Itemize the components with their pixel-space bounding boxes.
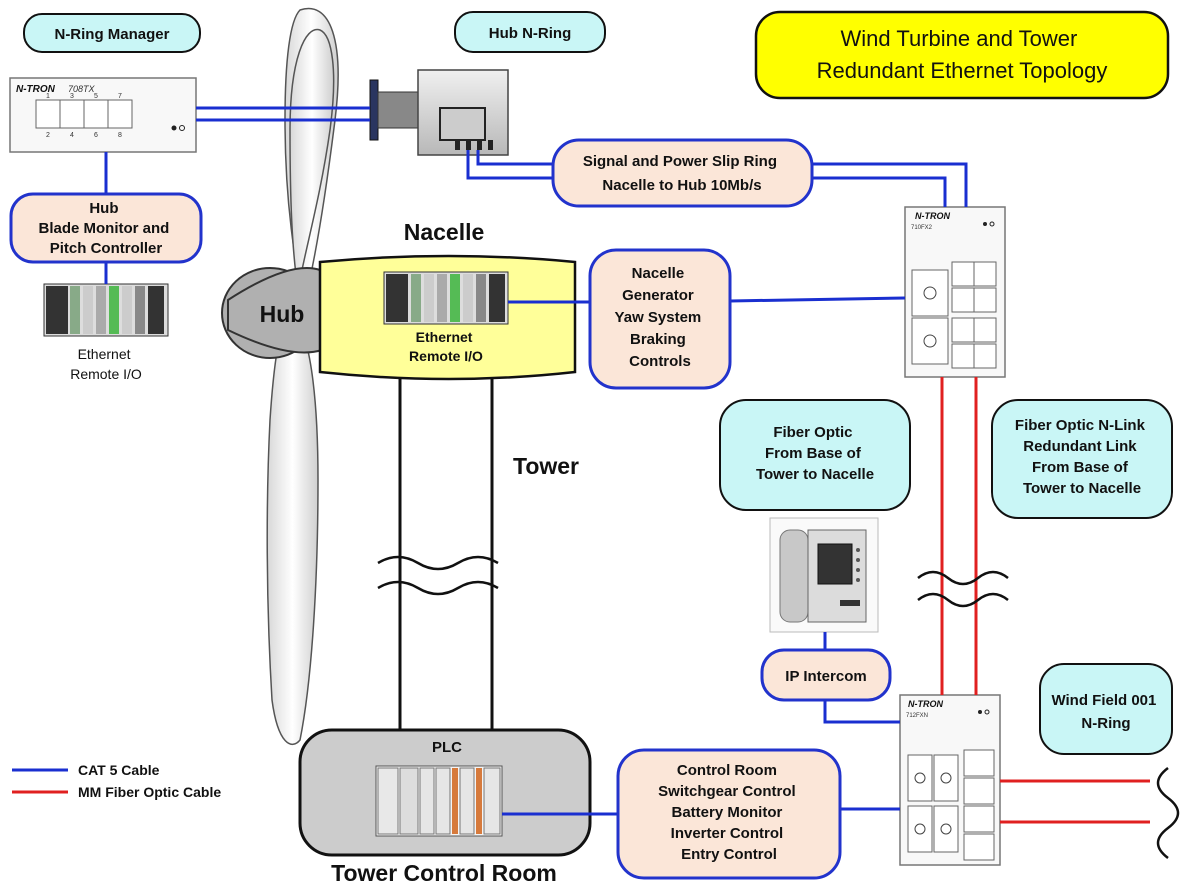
hub-blade-callout [9,192,203,264]
svg-text:7: 7 [118,93,122,100]
switch-712fxn: N-TRON 712FXN [899,694,1001,866]
switch-model: 708TX [68,84,96,94]
svg-text:5: 5 [94,93,98,100]
svg-text:712FXN: 712FXN [906,713,928,719]
fiber-break-mark [917,570,1180,859]
hub-n-ring-callout [454,11,606,53]
slip-ring-label: Signal and Power Slip Ring Nacelle to Hu… [583,153,781,194]
fiber-cables [940,377,1150,824]
svg-text:8: 8 [118,132,122,139]
cat5-cables [104,106,968,816]
hub-io-label: Ethernet Remote I/O [70,346,142,382]
fiber-optic-callout [719,399,911,511]
legend-cat5-label: CAT 5 Cable [78,762,160,778]
nacelle-title: Nacelle [404,219,485,245]
nacelle-io-label: Ethernet Remote I/O [409,329,483,364]
tower-structure [398,378,494,730]
turbine-blades [266,7,339,745]
switch-710fx2: N-TRON 710FX2 [904,206,1006,378]
fiber-redundant-label: Fiber Optic N-Link Redundant Link From B… [1015,417,1149,497]
svg-text:710FX2: 710FX2 [911,225,933,231]
ip-intercom-callout [760,648,892,702]
fiber-redundant-callout [991,399,1173,519]
control-room-label: Control Room Switchgear Control Battery … [658,762,800,863]
legend-fiber-label: MM Fiber Optic Cable [78,784,221,800]
page-title: Wind Turbine and Tower Redundant Etherne… [817,26,1108,83]
title-box [754,10,1170,100]
nacelle-io-module [383,271,509,325]
ip-intercom-label: IP Intercom [785,668,866,685]
plc-rack [375,765,503,837]
fiber-optic-label: Fiber Optic From Base of Tower to Nacell… [756,424,874,483]
n-ring-manager-label: N-Ring Manager [54,26,169,43]
hub-blade-label: Hub Blade Monitor and Pitch Controller [38,200,173,257]
svg-text:6: 6 [94,132,98,139]
svg-text:2: 2 [46,132,50,139]
hub-label: Hub [260,301,305,327]
wind-field-callout [1039,663,1173,755]
n-ring-manager-callout [23,13,201,53]
hub-io-module [43,283,169,337]
switch-brand: N-TRON [16,84,56,95]
legend: CAT 5 Cable MM Fiber Optic Cable [12,762,221,800]
nacelle-systems-callout [588,248,732,390]
plc-label: PLC [432,739,462,756]
svg-text:N-TRON: N-TRON [915,211,950,221]
svg-text:N-TRON: N-TRON [908,699,943,709]
control-room-callout [616,748,842,880]
n-ring-manager-switch: N-TRON 708TX 1 3 5 7 2 4 6 8 [9,77,197,153]
slip-ring-callout [551,138,814,208]
slip-ring-device [369,69,509,156]
svg-text:3: 3 [70,93,74,100]
svg-text:1: 1 [46,93,50,100]
tower-control-room-title: Tower Control Room [331,860,557,886]
nacelle-systems-label: Nacelle Generator Yaw System Braking Con… [615,265,706,370]
tower-label: Tower [513,453,579,479]
wind-field-label: Wind Field 001 N-Ring [1051,692,1160,732]
svg-text:4: 4 [70,132,74,139]
tower-break-mark [377,555,499,596]
hub-n-ring-label: Hub N-Ring [489,25,571,42]
ip-intercom-device [769,517,879,633]
